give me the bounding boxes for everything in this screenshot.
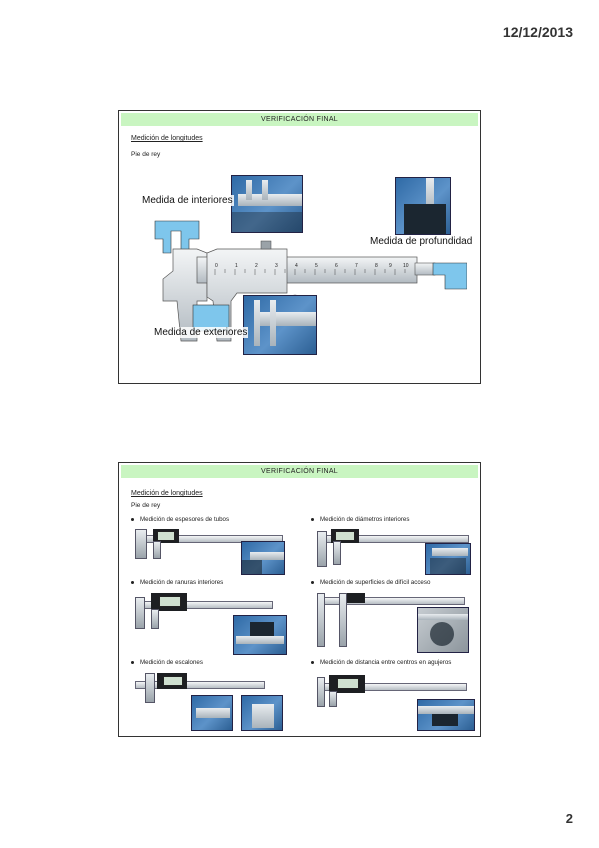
slide-title: VERIFICACIÓN FINAL (121, 465, 478, 478)
bullet-dot-icon (131, 660, 134, 664)
slide-1: VERIFICACIÓN FINAL Medición de longitude… (118, 110, 481, 384)
long-jaw-caliper-image (317, 593, 467, 649)
svg-text:6: 6 (335, 263, 338, 269)
label-exterior-measurement: Medida de exteriores (153, 327, 249, 338)
caliper-inner-measurement-photo (231, 175, 303, 233)
slide-title: VERIFICACIÓN FINAL (121, 113, 478, 126)
svg-text:1: 1 (235, 263, 238, 269)
hard-access-photo (417, 607, 469, 653)
svg-text:7: 7 (355, 263, 358, 269)
digital-caliper-image (135, 669, 265, 703)
svg-text:8: 8 (375, 263, 378, 269)
bullet-dot-icon (311, 580, 314, 584)
page-date: 12/12/2013 (502, 24, 573, 40)
svg-text:4: 4 (295, 263, 298, 269)
main-scale-numbers: 0 1 2 3 4 5 6 7 8 9 10 (215, 263, 409, 269)
step-measurement-photo-1 (191, 695, 233, 731)
bullet-dot-icon (131, 580, 134, 584)
bullet-inner-diameters: Medición de diámetros interiores (311, 516, 409, 523)
digital-caliper-image (133, 527, 283, 559)
bullet-dot-icon (311, 517, 314, 521)
main-scale-ticks (214, 269, 406, 275)
tube-measurement-photo (241, 541, 285, 575)
caliper-outer-measurement-photo (243, 295, 317, 355)
svg-text:0: 0 (215, 263, 218, 269)
bullet-dot-icon (311, 660, 314, 664)
svg-text:9: 9 (389, 263, 392, 269)
svg-text:10: 10 (403, 263, 409, 269)
inner-diameter-photo (425, 543, 471, 575)
digital-caliper-image (133, 591, 273, 629)
bullet-hard-access: Medición de superficies de difícil acces… (311, 579, 430, 586)
section-title: Medición de longitudes (131, 135, 203, 142)
bullet-tube-thickness: Medición de espesores de tubos (131, 516, 229, 523)
bullet-inner-grooves: Medición de ranuras interiores (131, 579, 223, 586)
groove-measurement-photo (233, 615, 287, 655)
svg-text:3: 3 (275, 263, 278, 269)
caliper-depth-measurement-photo (395, 177, 451, 235)
svg-text:2: 2 (255, 263, 258, 269)
section-subtitle: Pie de rey (131, 151, 161, 158)
slide-2: VERIFICACIÓN FINAL Medición de longitude… (118, 462, 481, 737)
label-interior-measurement: Medida de interiores (141, 195, 234, 206)
step-measurement-photo-2 (241, 695, 283, 731)
digital-caliper-image (317, 527, 469, 567)
bullet-dot-icon (131, 517, 134, 521)
section-title: Medición de longitudes (131, 490, 203, 497)
bullet-center-distance: Medición de distancia entre centros en a… (311, 659, 451, 666)
bullet-steps: Medición de escalones (131, 659, 203, 666)
svg-text:5: 5 (315, 263, 318, 269)
page-number: 2 (565, 811, 573, 826)
digital-caliper-image (317, 671, 467, 707)
section-subtitle: Pie de rey (131, 502, 161, 509)
label-depth-measurement: Medida de profundidad (369, 236, 474, 247)
center-distance-photo (417, 699, 475, 731)
